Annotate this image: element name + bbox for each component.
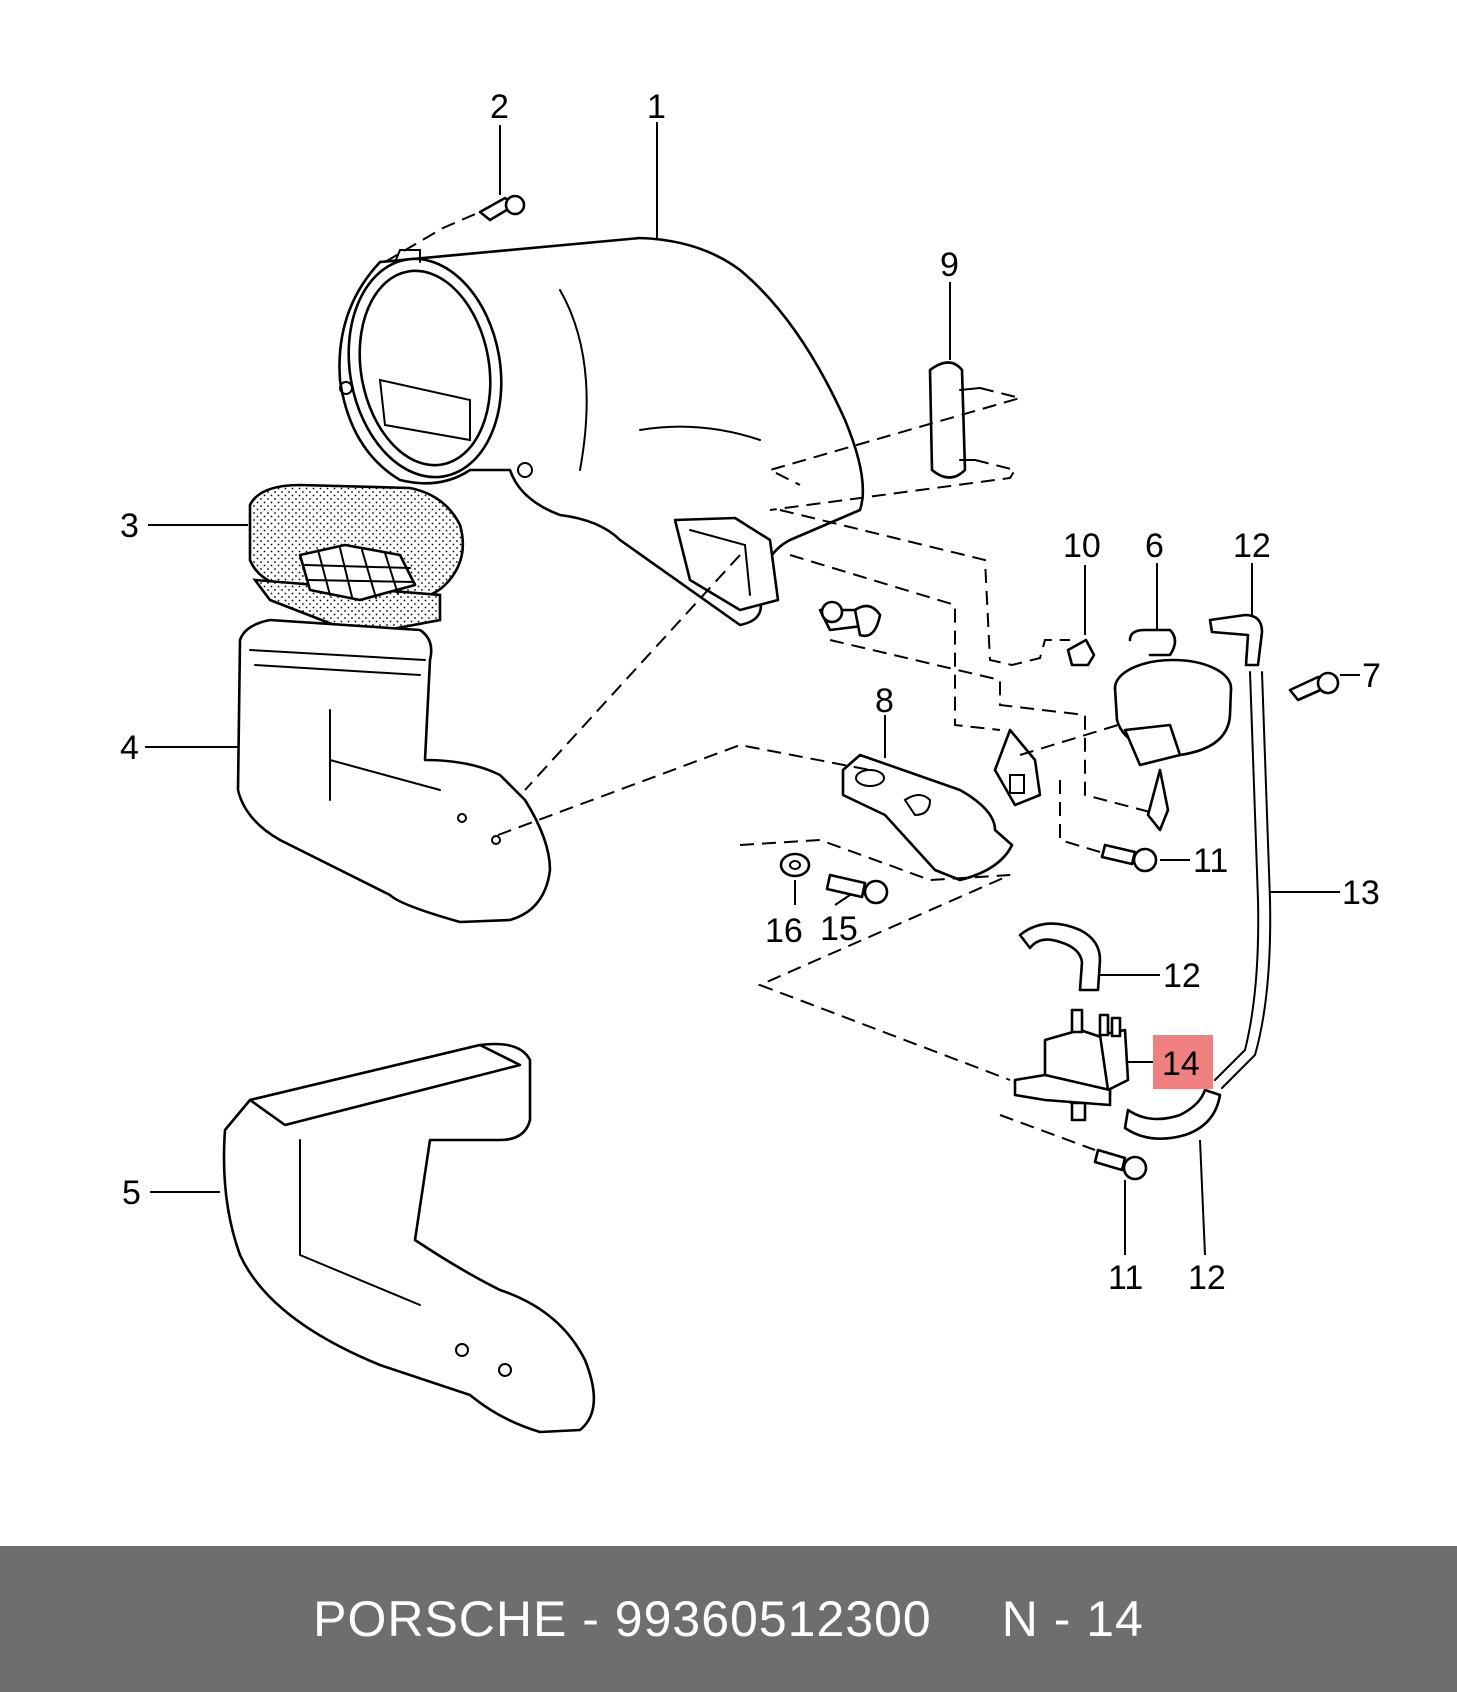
callout-6: 6 xyxy=(1145,527,1164,565)
assembly-lines xyxy=(384,211,1151,1151)
hose-12-bottom xyxy=(1123,1088,1222,1140)
callout-11-lower: 11 xyxy=(1108,1259,1143,1297)
callouts: 1 2 3 4 5 6 7 8 9 10 11 11 12 12 12 13 1… xyxy=(120,88,1381,1297)
parts-diagram: 1 2 3 4 5 6 7 8 9 10 11 11 12 12 12 13 1… xyxy=(120,88,1381,1434)
bolt-11-upper xyxy=(1100,843,1158,873)
filter-element xyxy=(248,483,465,637)
bracket-8 xyxy=(841,728,1042,882)
callout-12-top: 12 xyxy=(1233,527,1271,565)
hose-12-mid xyxy=(1018,922,1102,992)
fastener-cluster xyxy=(818,600,882,638)
hose-12-top xyxy=(1208,613,1264,667)
callout-10: 10 xyxy=(1063,527,1101,565)
callout-4: 4 xyxy=(120,729,139,767)
screw-2 xyxy=(478,194,526,222)
clip-9 xyxy=(928,361,981,479)
hose-13 xyxy=(1214,671,1272,1089)
callout-14-highlight xyxy=(1153,1035,1213,1089)
callout-5: 5 xyxy=(122,1174,141,1212)
callout-13: 13 xyxy=(1342,874,1380,912)
callout-3: 3 xyxy=(120,507,139,545)
callout-14: 14 xyxy=(1162,1045,1200,1083)
bolt-15 xyxy=(825,873,889,905)
leader-lines xyxy=(145,122,1360,1256)
washer-16 xyxy=(779,852,811,878)
callout-11-upper: 11 xyxy=(1193,842,1228,880)
footer-bar: PORSCHE - 99360512300 N - 14 xyxy=(0,1546,1457,1692)
callout-7: 7 xyxy=(1362,657,1381,695)
vacuum-unit xyxy=(1113,628,1233,832)
bolt-11-lower xyxy=(1093,1148,1148,1181)
callout-16: 16 xyxy=(765,912,803,950)
callout-12-mid: 12 xyxy=(1163,957,1201,995)
callout-9: 9 xyxy=(940,246,959,284)
callout-15: 15 xyxy=(820,910,858,948)
diagram-reference: N - 14 xyxy=(1001,1591,1144,1647)
nut-10 xyxy=(1066,638,1096,667)
callout-2: 2 xyxy=(490,88,509,126)
lower-air-duct xyxy=(236,618,552,924)
air-intake-housing xyxy=(338,236,865,627)
callout-12-bottom: 12 xyxy=(1188,1259,1226,1297)
callout-1: 1 xyxy=(647,88,666,126)
callout-8: 8 xyxy=(875,682,894,720)
part-number-label: PORSCHE - 99360512300 xyxy=(313,1591,932,1647)
solenoid-valve xyxy=(1013,1008,1130,1122)
lower-air-duct-2 xyxy=(222,1042,596,1434)
screw-7 xyxy=(1288,671,1340,702)
